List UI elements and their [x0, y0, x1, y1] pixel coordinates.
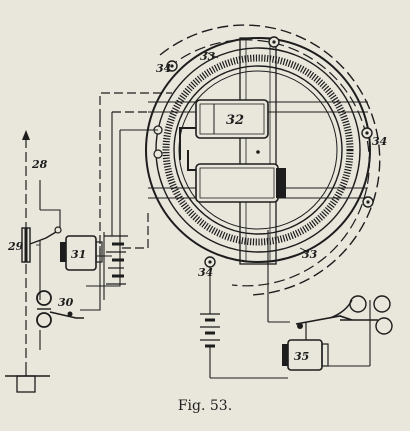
label-34-top: 34: [156, 62, 171, 75]
figure-caption: Fig. 53.: [177, 398, 233, 414]
clamp-34-top: [166, 60, 178, 72]
armature-link: [179, 127, 196, 171]
clamp-left: [153, 125, 163, 159]
solenoid-bottom: [195, 163, 286, 203]
label-28: 28: [31, 158, 48, 171]
label-34-bottom: 34: [198, 266, 213, 279]
pivot: [256, 150, 260, 154]
label-32: 32: [226, 113, 244, 128]
battery-bottom: [200, 267, 268, 379]
tape-rollers: [329, 295, 393, 335]
solenoid-top: [195, 99, 269, 139]
label-33-bottom: 33: [302, 248, 318, 261]
relay-31: [60, 235, 103, 271]
clamp-top-mid: [268, 36, 280, 48]
inner-ring: [173, 65, 343, 235]
label-31: 31: [71, 248, 86, 261]
label-34-right: 34: [372, 135, 387, 148]
leader-lines: [36, 51, 309, 253]
tapper-30: [36, 290, 84, 350]
solid-leads: [39, 112, 158, 311]
coherer-29: [21, 226, 62, 263]
inner-ring-2: [178, 70, 338, 230]
toothed-ring: [162, 54, 354, 246]
battery-left: [104, 232, 128, 285]
clamp-right-low: [362, 196, 374, 208]
label-29: 29: [7, 240, 24, 253]
earth-plate: [5, 370, 50, 393]
clamp-34-right: [361, 127, 373, 139]
vertical-band: [239, 37, 277, 265]
label-30: 30: [58, 296, 74, 309]
outer-ring-inner: [155, 47, 361, 253]
register-35: [267, 230, 371, 379]
label-33-top: 33: [200, 50, 216, 63]
label-35: 35: [294, 350, 309, 363]
